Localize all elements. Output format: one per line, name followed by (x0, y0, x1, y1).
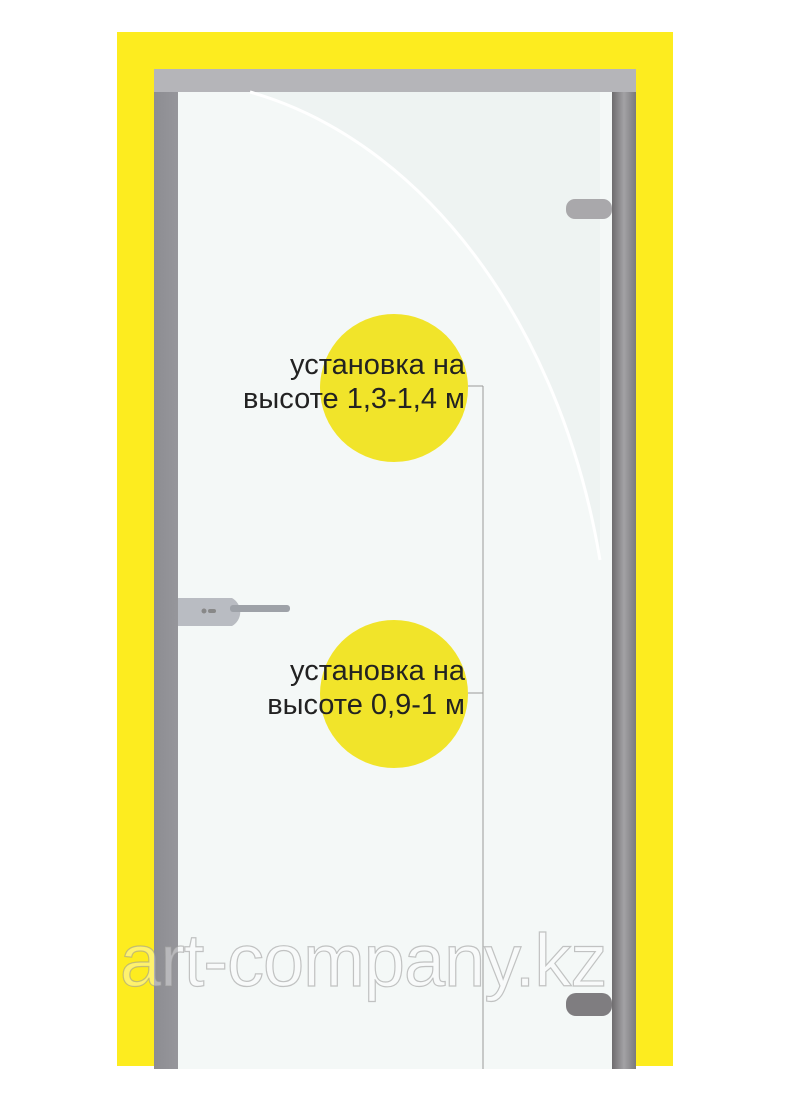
annotation-upper: установка на высоте 1,3-1,4 м (243, 348, 465, 416)
watermark: art-company.kz (119, 918, 608, 1002)
marker-circle-lower (320, 620, 468, 768)
door-handle-icon (178, 598, 290, 626)
annotation-lower-line2: высоте 0,9-1 м (267, 689, 465, 721)
frame-top (154, 69, 636, 92)
bottom-hinge (566, 993, 612, 1016)
annotation-lower: установка на высоте 0,9-1 м (267, 654, 465, 722)
frame-right (612, 69, 636, 1069)
top-hinge (566, 199, 612, 219)
annotation-lower-line1: установка на (290, 655, 465, 687)
annotation-upper-line1: установка на (290, 349, 465, 381)
marker-circle-upper (320, 314, 468, 462)
height-guide-line (468, 385, 484, 1069)
annotation-upper-line2: высоте 1,3-1,4 м (243, 383, 465, 415)
glass-reflection (250, 92, 600, 560)
